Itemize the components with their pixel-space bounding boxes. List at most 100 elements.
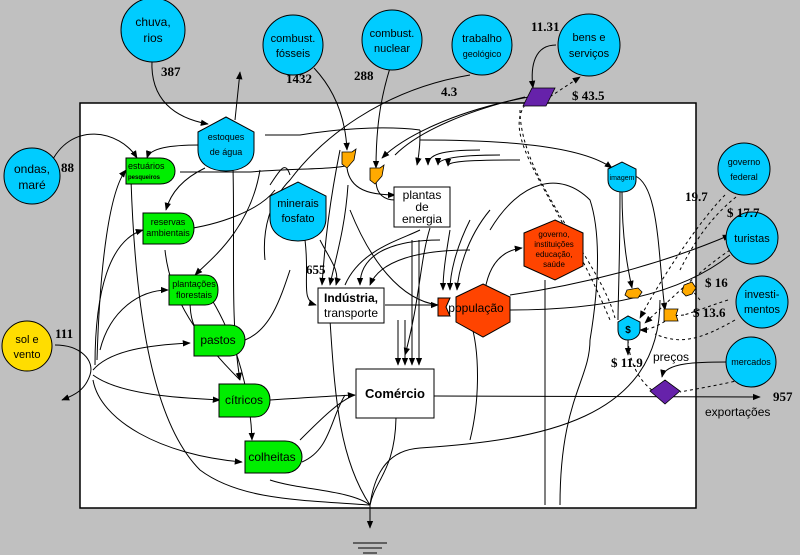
svg-text:pastos: pastos [200,333,235,347]
svg-text:investi-: investi- [745,289,780,301]
storage-minerais-fosfato: minerais fosfato [269,181,327,242]
svg-text:população: população [448,301,504,315]
svg-text:educação,: educação, [536,250,573,259]
svg-text:reservas: reservas [151,217,186,227]
producer-estuarios: estuários pesqueiros [125,157,176,185]
svg-text:serviços: serviços [569,48,610,60]
heat-sink-icon [353,542,387,554]
svg-text:combust.: combust. [370,28,415,40]
producer-pastos: pastos [193,324,246,357]
value-bens-pagamento: $ 43.5 [572,88,605,103]
transaction-mercados [649,379,681,405]
source-bens-servicos: bens e serviços [557,13,621,77]
svg-text:estuários: estuários [128,161,165,171]
svg-text:sol e: sol e [15,334,38,346]
flow-geologico [263,74,471,261]
svg-text:$: $ [625,325,631,336]
producer-reservas: reservas ambientais [142,212,195,245]
storage-estoques-agua: estoques de água [197,116,255,172]
flow-nuclear [372,67,391,169]
svg-text:imagem: imagem [610,175,635,182]
value-investimentos-pagamento: $ 13.6 [693,305,726,320]
svg-text:pesqueiros: pesqueiros [128,175,161,181]
svg-text:mentos: mentos [744,304,781,316]
source-chuva: chuva, rios [120,0,186,63]
svg-text:energia: energia [402,212,442,226]
flow-sol [54,344,92,401]
svg-text:ondas,: ondas, [14,162,50,176]
storage-imagem: imagem [607,161,637,193]
svg-text:fósseis: fósseis [276,48,311,60]
svg-text:colheitas: colheitas [248,450,295,464]
source-combust-fosseis: combust. fósseis [262,14,324,76]
value-governo-federal: 19.7 [685,189,708,204]
flow-fossil [313,67,350,151]
label-precos: preços [653,350,689,364]
svg-text:combust.: combust. [271,33,316,45]
label-exportacoes: exportações [705,405,770,419]
svg-text:plantações: plantações [172,279,216,289]
value-trabalho-geologico: 4.3 [441,84,458,99]
interaction-investimentos [663,308,679,322]
svg-text:saúde: saúde [543,260,565,269]
svg-text:maré: maré [18,178,46,192]
svg-text:florestais: florestais [176,290,213,300]
box-industria-transporte: Indústria, transporte [317,287,385,324]
source-combust-nuclear: combust. nuclear [361,9,423,71]
source-turistas: turistas [725,211,779,265]
interaction-turistas [624,287,643,299]
flow-lines [49,44,761,529]
flow-ondas [49,133,138,166]
svg-text:plantas: plantas [403,188,442,202]
svg-text:ambientais: ambientais [146,228,190,238]
svg-text:geológico: geológico [463,49,502,59]
interaction-fossil [341,148,357,169]
svg-text:de: de [415,200,429,214]
source-governo-federal: governo federal [717,142,771,196]
interaction-nuclear [369,164,385,185]
value-combust-nuclear: 288 [354,68,374,83]
value-governo-pagamento: $ 17.7 [727,205,760,220]
box-plantas-energia: plantas de energia [393,186,451,228]
source-investimentos: investi- mentos [735,275,789,329]
flow-chuva [151,59,209,126]
svg-text:de água: de água [210,147,243,157]
svg-text:nuclear: nuclear [374,43,410,55]
svg-text:fosfato: fosfato [281,213,314,225]
value-combust-fosseis: 1432 [286,71,312,86]
value-industria-in: 655 [306,262,326,277]
svg-text:governo,: governo, [538,230,569,239]
svg-text:federal: federal [730,172,758,182]
consumer-governo-instituicoes: governo, instituições educação, saúde [523,219,584,281]
source-sol-vento: sol e vento [1,320,53,372]
svg-text:mercados: mercados [731,357,771,367]
svg-text:minerais: minerais [277,198,319,210]
flow-exportacoes [433,393,761,401]
value-sol: 111 [55,326,73,341]
svg-text:chuva,: chuva, [135,15,170,29]
value-turistas-pagamento: $ 16 [705,275,728,290]
svg-text:instituições: instituições [534,240,574,249]
svg-text:trabalho: trabalho [462,33,502,45]
value-ondas: 88 [61,160,75,175]
value-bens-servicos: 11.31 [531,19,560,34]
producer-citricos: cítricos [218,383,271,418]
box-comercio: Comércio [355,368,435,419]
source-mercados: mercados [725,336,777,388]
flow-estoques-up [234,71,243,121]
svg-text:vento: vento [14,349,41,361]
producer-colheitas: colheitas [244,440,303,474]
transaction-bens [522,87,556,107]
svg-text:cítricos: cítricos [225,393,263,407]
consumer-populacao: população [437,283,511,338]
svg-text:governo: governo [728,157,761,167]
value-precos-pagamento: $ 11.9 [611,355,643,370]
svg-text:bens e: bens e [572,32,605,44]
source-trabalho-geologico: trabalho geológico [451,14,513,76]
svg-text:estoques: estoques [208,132,245,142]
svg-text:rios: rios [143,31,162,45]
svg-text:Comércio: Comércio [365,386,425,401]
interaction-governo [681,281,697,297]
svg-text:Indústria,: Indústria, [324,291,378,305]
